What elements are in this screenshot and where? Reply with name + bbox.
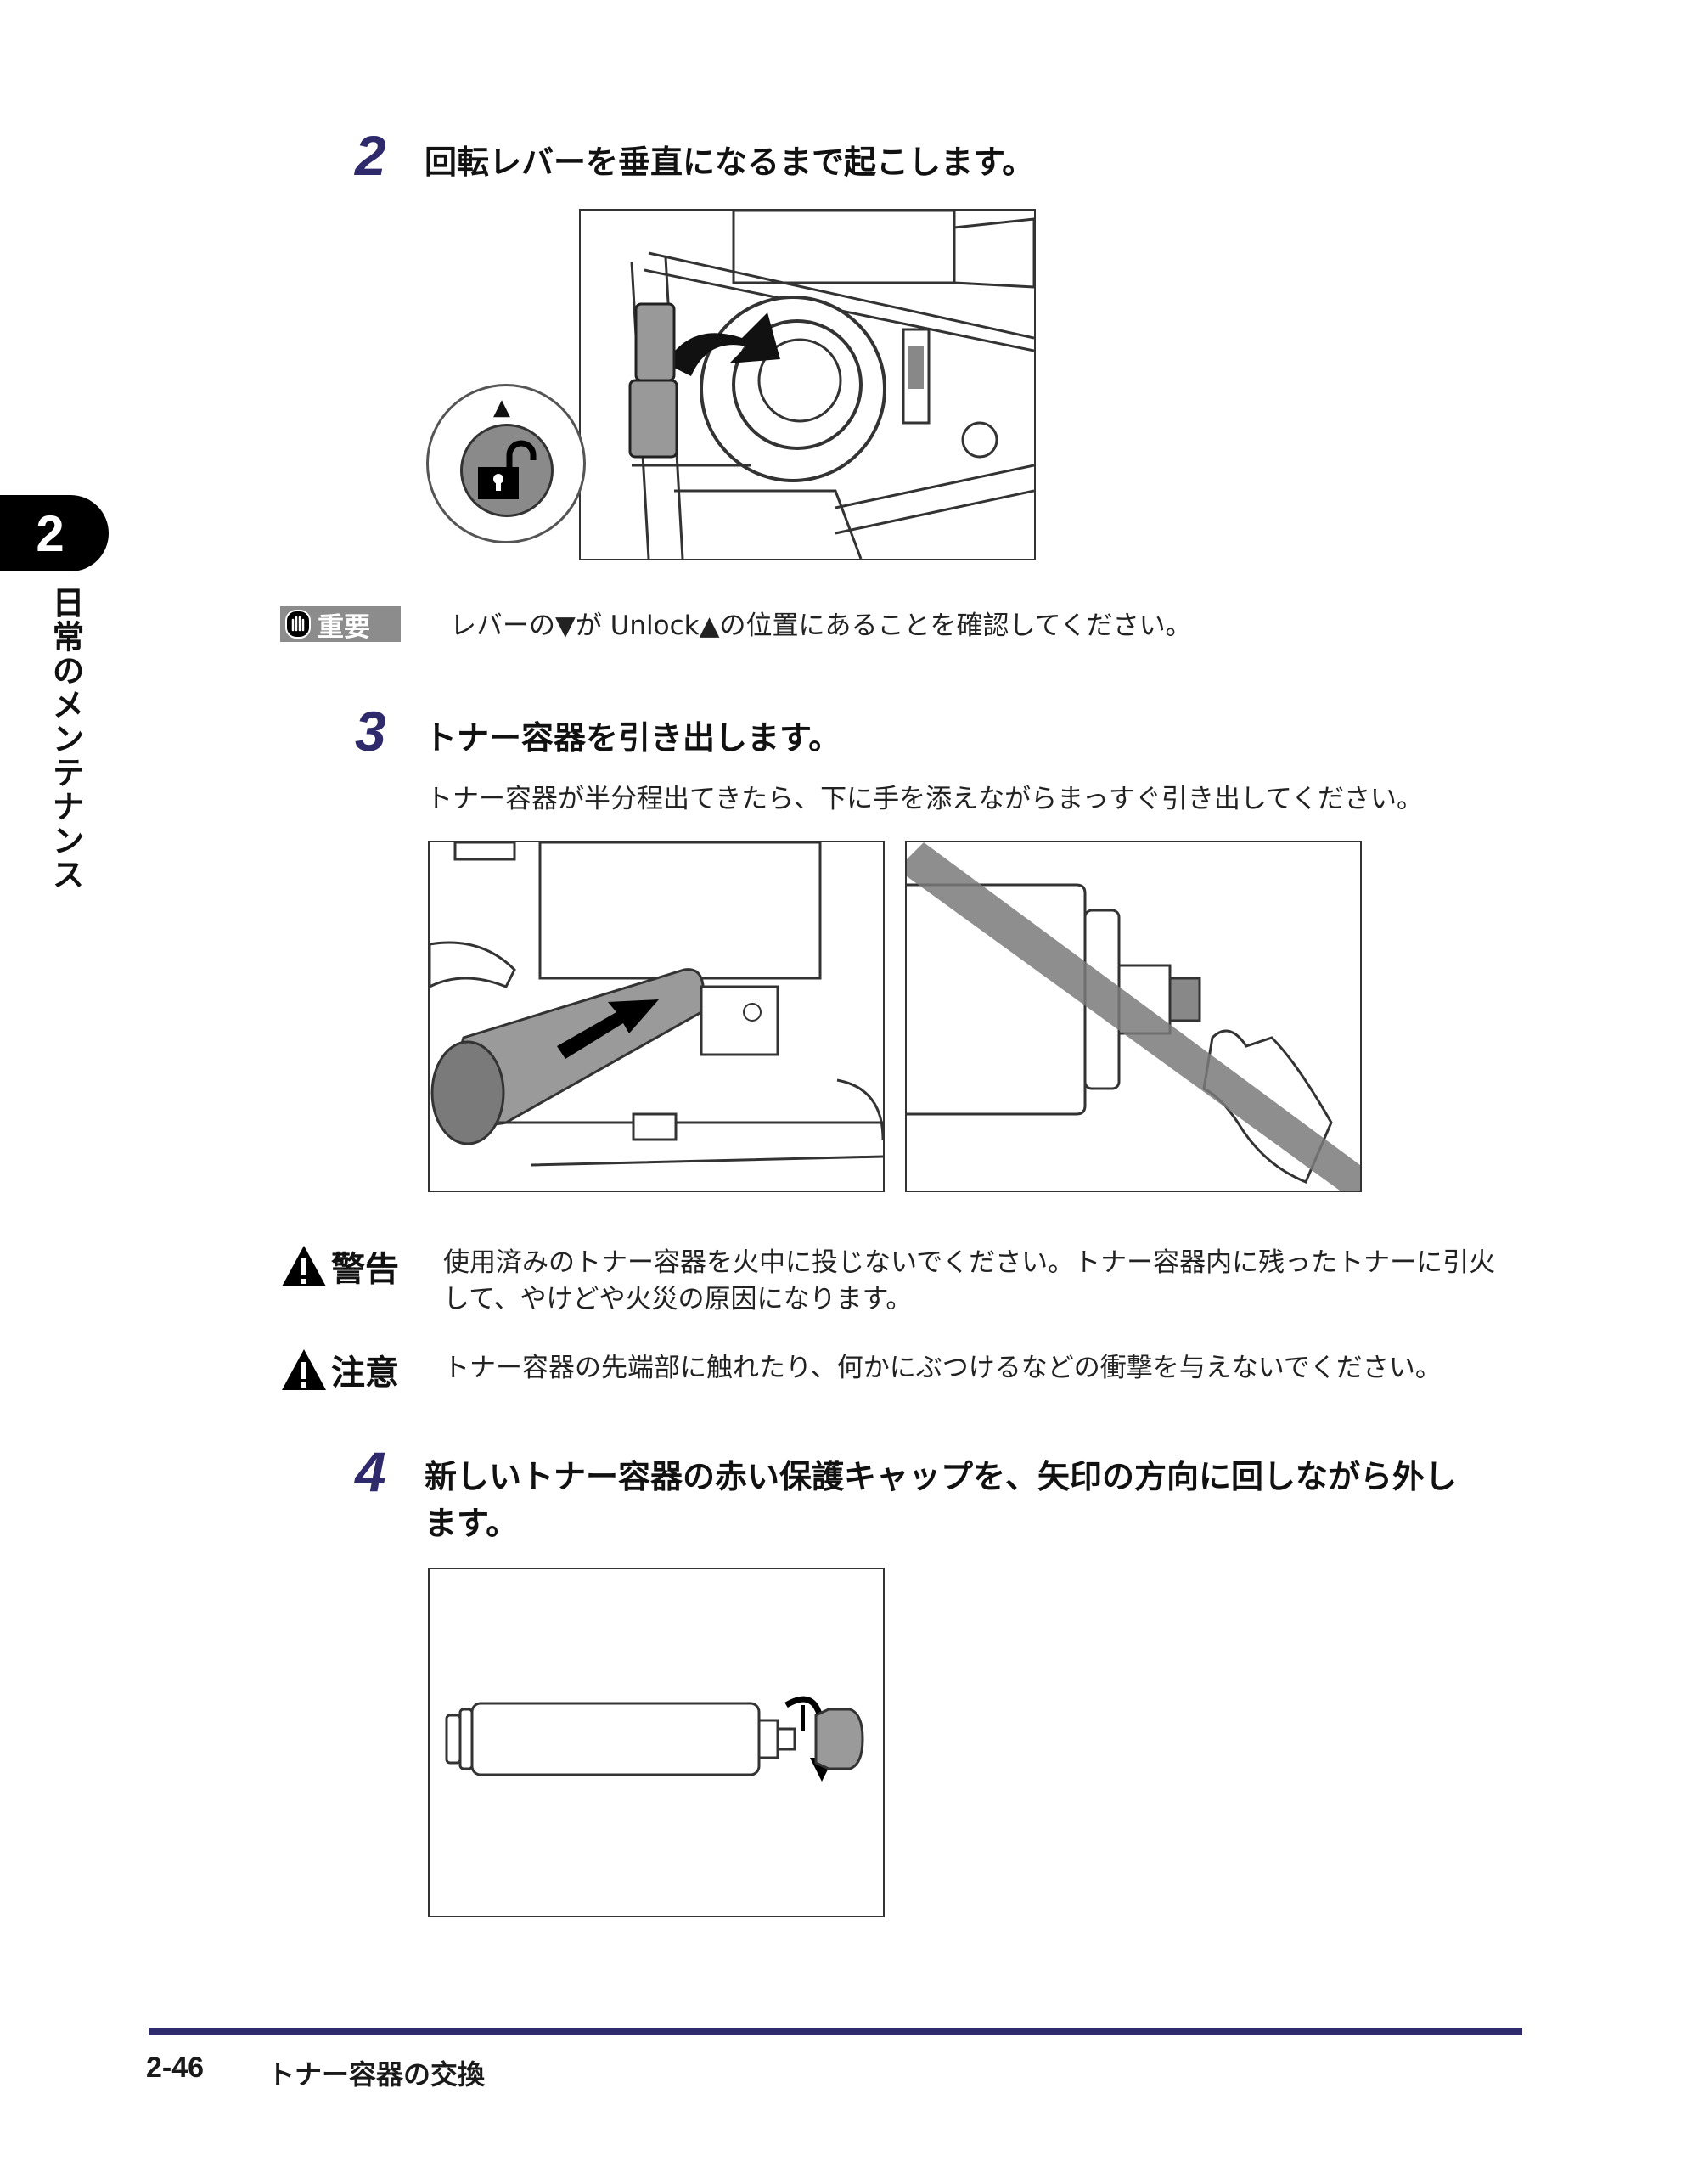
- footer-rule: [149, 2028, 1522, 2035]
- warning-label: 警告: [280, 1241, 399, 1291]
- important-badge: 重要: [280, 606, 401, 643]
- page-number: 2-46: [146, 2052, 205, 2084]
- hand-icon: [285, 610, 311, 639]
- important-text: レバーの▼が Unlock▲の位置にあることを確認してください。: [450, 611, 1192, 641]
- warning-label-text: 警告: [331, 1250, 399, 1289]
- lever-illustration: [581, 211, 1034, 559]
- step-4-title-line-1: 新しいトナー容器の赤い保護キャップを、矢印の方向に回しながら外し: [424, 1458, 1458, 1495]
- warning-text: 使用済みのトナー容器を火中に投じないでください。トナー容器内に残ったトナーに引火…: [443, 1245, 1495, 1319]
- important-label: 重要: [318, 611, 370, 643]
- pull-illustration: [430, 842, 883, 1191]
- step-3-text: トナー容器が半分程出てきたら、下に手を添えながらまっすぐ引き出してください。: [426, 784, 1423, 814]
- caution-text: トナー容器の先端部に触れたり、何かにぶつけるなどの衝撃を与えないでください。: [443, 1353, 1442, 1383]
- chapter-number: 2: [36, 504, 65, 562]
- warning-line-1: 使用済みのトナー容器を火中に投じないでください。トナー容器内に残ったトナーに引火: [443, 1247, 1496, 1278]
- prohibited-illustration: [907, 842, 1360, 1191]
- footer-section-title: トナー容器の交換: [267, 2058, 486, 2091]
- figure-remove-cap: [428, 1568, 885, 1917]
- warning-line-2: して、やけどや火災の原因になります。: [443, 1284, 913, 1315]
- warning-triangle-icon: [282, 1246, 326, 1286]
- cap-illustration: [430, 1569, 883, 1916]
- unlock-icon: [460, 424, 554, 517]
- step-3-title: トナー容器を引き出します。: [424, 719, 841, 757]
- lock-magnifier: ▲: [426, 384, 586, 543]
- figure-prohibited-grip: [905, 841, 1362, 1192]
- step-4-number: 4: [355, 1440, 386, 1503]
- caution-label-text: 注意: [331, 1354, 399, 1393]
- figure-rotate-lever: [579, 209, 1036, 560]
- step-2-title: 回転レバーを垂直になるまで起こします。: [424, 144, 1035, 181]
- step-4-title: 新しいトナー容器の赤い保護キャップを、矢印の方向に回しながら外し ます。: [424, 1454, 1457, 1547]
- step-3-number: 3: [355, 700, 386, 763]
- step-2-number: 2: [355, 124, 386, 187]
- chapter-tab: 2: [0, 495, 109, 571]
- figure-pull-out: [428, 841, 885, 1192]
- caution-triangle-icon: [282, 1349, 326, 1390]
- caution-label: 注意: [280, 1345, 399, 1394]
- chapter-title: 日常のメンテナンス: [47, 586, 84, 892]
- lock-marker: ▲: [493, 395, 510, 420]
- step-4-title-line-2: ます。: [424, 1505, 519, 1543]
